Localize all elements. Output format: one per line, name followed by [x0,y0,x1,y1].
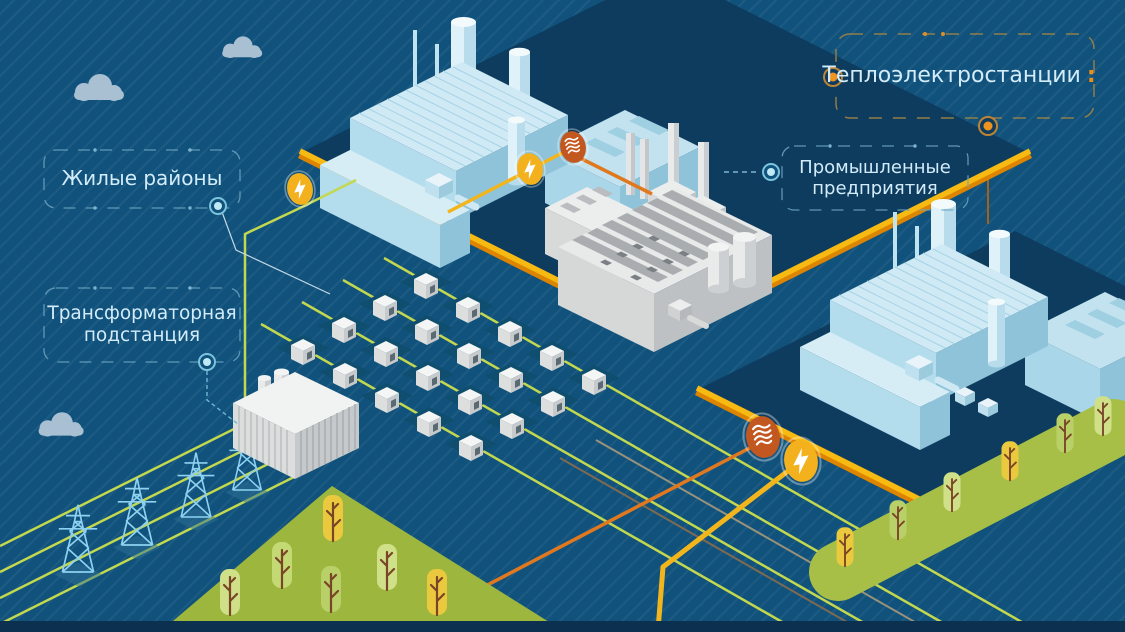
green-hill [160,486,565,632]
substation-feed-line [243,178,357,418]
cloud [74,74,124,101]
right-platform-feed [655,459,803,631]
green-strip [809,395,1125,601]
industrial-factory [545,123,772,352]
industrial-frame [724,144,969,211]
cloud [222,36,263,58]
residential-frame [43,148,331,295]
bottom-border [0,621,1125,632]
transmission-pylon [112,476,162,561]
substation-frame [43,286,241,425]
cloud [38,412,84,437]
transmission-pylon [53,503,103,588]
electricity-badge [280,167,320,211]
transformer-substation [233,368,359,479]
power-lines [0,412,337,626]
power-plants-frame [823,32,1095,136]
thermal-power-plant-2 [800,199,1125,450]
